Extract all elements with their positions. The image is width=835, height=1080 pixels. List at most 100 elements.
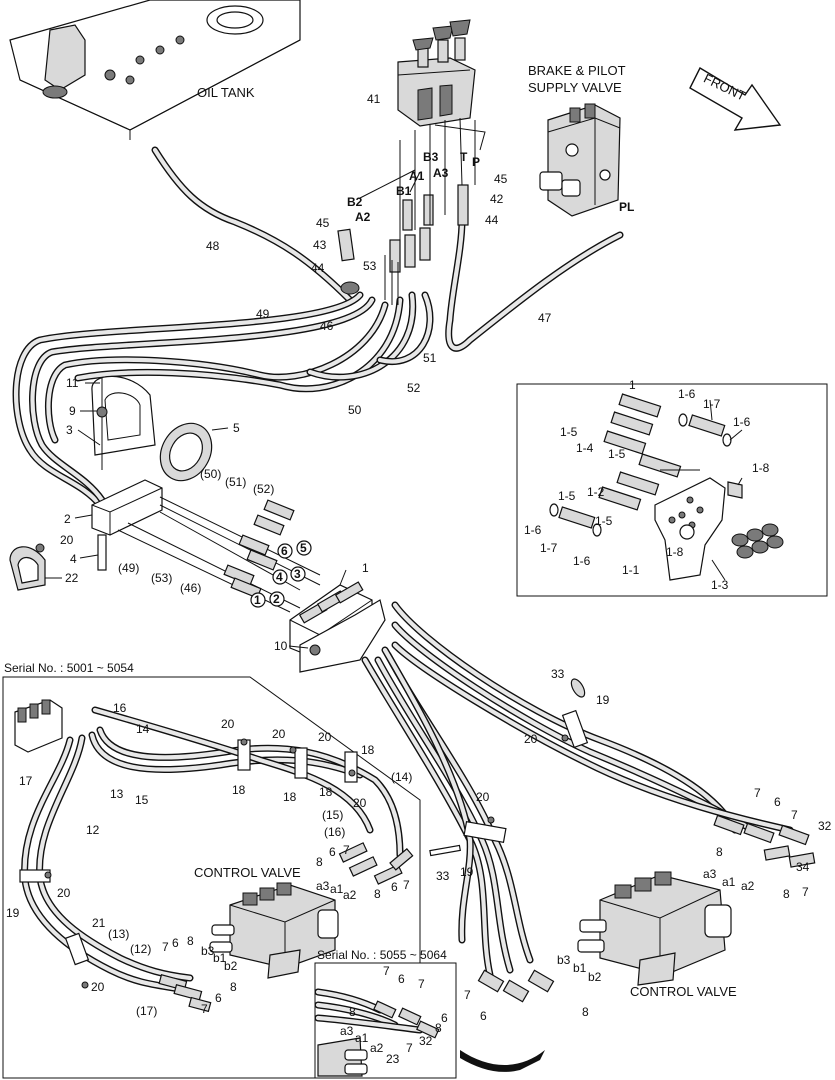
callout-52: 52 [407, 381, 421, 395]
left-callout-7: 7 [201, 1002, 208, 1016]
left-callout-a2: a2 [343, 888, 357, 902]
callout-47: 47 [538, 311, 552, 325]
serial-5055-5064-inset: Serial No. : 5055 ~ 5064 7 6 7 8 6 a3 a1… [314, 948, 457, 1079]
callout-43: 43 [313, 238, 327, 252]
callout-5: 5 [233, 421, 240, 435]
right-hose-routing: CONTROL VALVE 33 19 20 20 33 19 7 6 7 32… [361, 601, 832, 1023]
inset-callout-1-6: 1-6 [733, 415, 751, 429]
inset-callout-1-2: 1-2 [587, 485, 605, 499]
callout-53: 53 [363, 259, 377, 273]
left-callout-17: 17 [19, 774, 33, 788]
bottom-callout-a3: a3 [340, 1024, 354, 1038]
right-callout-b2: b2 [588, 970, 602, 984]
left-callout-b3: b3 [201, 944, 215, 958]
inset-callout-1-5: 1-5 [558, 489, 576, 503]
left-callout-15: 15 [135, 793, 149, 807]
left-callout-14: 14 [136, 722, 150, 736]
top-hoses [12, 117, 624, 509]
left-callout-21: 21 [92, 916, 106, 930]
inset-callout-1-8: 1-8 [752, 461, 770, 475]
right-callout-7: 7 [802, 885, 809, 899]
serial-5001-5054-inset: Serial No. : 5001 ~ 5054 [2, 661, 421, 1079]
bottom-callout-a2: a2 [370, 1041, 384, 1055]
left-callout-6: 6 [391, 880, 398, 894]
callout-49: 49 [256, 307, 270, 321]
callout-44: 44 [311, 261, 325, 275]
callout-46: 46 [320, 319, 334, 333]
serial-1-title: Serial No. : 5001 ~ 5054 [4, 661, 134, 675]
left-callout-16-paren: (16) [324, 825, 345, 839]
inset-callout-1-6: 1-6 [678, 387, 696, 401]
callout-41: 41 [367, 92, 381, 106]
callout-48: 48 [206, 239, 220, 253]
inset-fittings [549, 393, 732, 537]
bottom-callout-a1: a1 [355, 1031, 369, 1045]
inset-callout-1-5: 1-5 [608, 447, 626, 461]
callout-46-paren: (46) [180, 581, 201, 595]
control-valve-left-label: CONTROL VALVE [194, 865, 301, 880]
right-callout-33: 33 [436, 869, 450, 883]
top-callouts: 41 45 42 44 45 43 44 53 48 47 49 46 51 5… [60, 92, 552, 653]
circled-numbers: 6 5 4 3 1 2 [250, 540, 312, 608]
pilot-control-valve [397, 19, 476, 127]
brake-valve-title-line1: BRAKE & PILOT [528, 63, 626, 78]
right-callout-7: 7 [754, 786, 761, 800]
right-callout-6: 6 [774, 795, 781, 809]
callout-22: 22 [65, 571, 79, 585]
port-a2: A2 [355, 210, 371, 224]
right-callout-8: 8 [716, 845, 723, 859]
left-callout-18: 18 [283, 790, 297, 804]
port-p: P [472, 155, 480, 169]
left-callout-20: 20 [272, 727, 286, 741]
callout-52-paren: (52) [253, 482, 274, 496]
left-callout-18: 18 [232, 783, 246, 797]
right-callout-b1: b1 [573, 961, 587, 975]
oil-tank: OIL TANK [9, 0, 301, 140]
right-callout-33: 33 [551, 667, 565, 681]
right-callout-19: 19 [596, 693, 610, 707]
left-callout-8: 8 [230, 980, 237, 994]
control-valve-right [577, 871, 732, 986]
inset-callout-1-3: 1-3 [711, 578, 729, 592]
inset-callout-1-5: 1-5 [560, 425, 578, 439]
left-callout-20: 20 [221, 717, 235, 731]
circled-5: 5 [300, 541, 307, 555]
callout-10: 10 [274, 639, 288, 653]
front-arrow: FRONT [689, 67, 782, 131]
bottom-callout-6: 6 [441, 1011, 448, 1025]
left-callout-b2: b2 [224, 959, 238, 973]
callout-45: 45 [316, 216, 330, 230]
right-callout-7: 7 [791, 808, 798, 822]
left-callout-6: 6 [172, 936, 179, 950]
callout-51-paren: (51) [225, 475, 246, 489]
left-callout-8: 8 [316, 855, 323, 869]
callout-42: 42 [490, 192, 504, 206]
inset-callout-1-7: 1-7 [540, 541, 558, 555]
brake-valve-title-line2: SUPPLY VALVE [528, 80, 622, 95]
bottom-arrow [460, 1050, 545, 1072]
left-callout-12-paren: (12) [130, 942, 151, 956]
callout-3: 3 [66, 423, 73, 437]
left-callout-6: 6 [329, 845, 336, 859]
left-callout-17-paren: (17) [136, 1004, 157, 1018]
left-callout-19: 19 [6, 906, 20, 920]
port-a1: A1 [409, 169, 425, 183]
inset-callout-1-1: 1-1 [622, 563, 640, 577]
left-callout-15-paren: (15) [322, 808, 343, 822]
inset-nuts [731, 523, 784, 559]
assembly-inset-1: 1 [516, 378, 828, 597]
circled-4: 4 [276, 570, 283, 584]
bottom-callout-8: 8 [435, 1021, 442, 1035]
right-callout-32: 32 [818, 819, 832, 833]
left-callout-18: 18 [319, 785, 333, 799]
right-callout-a2: a2 [741, 879, 755, 893]
callout-45: 45 [494, 172, 508, 186]
right-callout-20: 20 [476, 790, 490, 804]
manifold-fittings [223, 499, 295, 599]
callout-51: 51 [423, 351, 437, 365]
callout-1: 1 [362, 561, 369, 575]
left-callout-8: 8 [187, 934, 194, 948]
port-b1: B1 [396, 184, 412, 198]
port-t: T [460, 150, 468, 164]
